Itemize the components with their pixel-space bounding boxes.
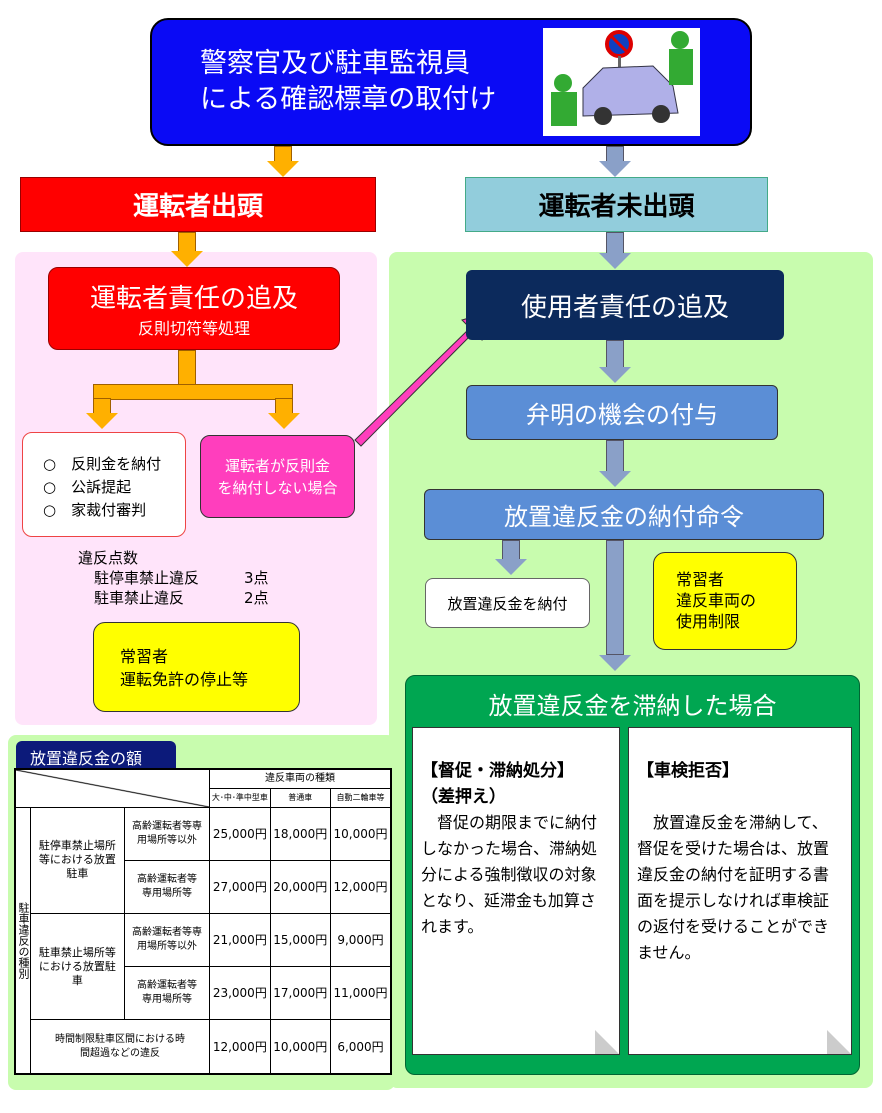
unpaid-title: 放置違反金を滞納した場合	[488, 692, 777, 720]
fine-value: 12,000円	[209, 1019, 271, 1075]
row-sub: 高齢運転者等専用場所等以外	[123, 806, 211, 861]
points-value: 3点	[244, 569, 269, 587]
inspection-title: 【車検拒否】	[637, 761, 739, 781]
driver-not-appeared-box: 運転者未出頭	[465, 177, 768, 232]
violation-points: 違反点数 駐停車禁止違反 3点 駐車禁止違反 2点	[78, 548, 269, 608]
vehicle-motorcycle: 自動二輪車等	[330, 787, 392, 808]
fine-value: 11,000円	[330, 966, 392, 1021]
fine-value: 23,000円	[209, 966, 271, 1021]
parking-officers-illustration	[543, 28, 700, 136]
outcome-prosecution: ○ 公訴提起	[43, 478, 132, 496]
outcome-family-court: ○ 家裁付審判	[43, 501, 147, 519]
arrow-icon	[86, 413, 118, 429]
fine-table: 違反車両の種類 大･中･準中型車普通車自動二輪車等 駐車違反の種別駐停車禁止場所…	[14, 768, 392, 1075]
arrow-icon	[268, 413, 300, 429]
fine-value: 18,000円	[269, 806, 332, 861]
row-sub: 高齢運転者等専用場所等	[123, 859, 211, 914]
fine-value: 12,000円	[330, 859, 392, 914]
fine-value: 6,000円	[330, 1019, 392, 1075]
habitual-user-box: 常習者 違反車両の 使用制限	[653, 552, 797, 650]
user-responsibility-box: 使用者責任の追及	[466, 270, 784, 340]
points-title: 違反点数	[78, 549, 139, 567]
habitual-driver-box: 常習者 運転免許の停止等	[93, 622, 300, 712]
driver-responsibility-box: 運転者責任の追及 反則切符等処理	[48, 267, 340, 350]
fine-value: 20,000円	[269, 859, 332, 914]
fine-value: 27,000円	[209, 859, 271, 914]
arrow-icon	[495, 559, 527, 575]
vehicle-large: 大･中･準中型車	[209, 787, 271, 808]
points-label: 駐停車禁止違反	[94, 569, 200, 587]
fine-value: 15,000円	[269, 912, 332, 968]
arrow-icon	[599, 253, 631, 269]
row-sub: 高齢運転者等専用場所等以外	[123, 912, 211, 968]
payment-order-box: 放置違反金の納付命令	[424, 489, 824, 540]
side-header: 駐車違反の種別	[14, 806, 31, 1075]
top-line2: による確認標章の取付け	[200, 84, 497, 115]
habitual-user-line1: 常習者	[676, 570, 725, 589]
vehicle-regular: 普通車	[269, 787, 332, 808]
group-label: 駐停車禁止場所等における放置駐車	[30, 806, 125, 914]
arrow-icon	[171, 251, 203, 267]
arrow-icon	[267, 161, 299, 177]
arrow-icon	[599, 471, 631, 487]
points-label: 駐車禁止違反	[94, 589, 185, 607]
fine-value: 10,000円	[330, 806, 392, 861]
driver-appeared-box: 運転者出頭	[20, 177, 376, 232]
driver-responsibility-title: 運転者責任の追及	[89, 284, 298, 314]
habitual-driver-line2: 運転免許の停止等	[120, 670, 249, 689]
habitual-user-line3: 使用制限	[676, 612, 741, 631]
page-curl-icon	[595, 1030, 619, 1054]
inspection-refusal-card: 【車検拒否】 放置違反金を滞納して、督促を受けた場合は、放置違反金の納付を証明す…	[628, 727, 852, 1055]
not-paid-line2: を納付しない場合	[217, 478, 338, 497]
inspection-body: 放置違反金を滞納して、督促を受けた場合は、放置違反金の納付を証明する書面を提示し…	[637, 813, 830, 962]
vehicle-header: 違反車両の種類	[209, 768, 392, 789]
collection-card: 【督促・滞納処分】 （差押え） 督促の期限までに納付しなかった場合、滞納処分によ…	[412, 727, 620, 1055]
fine-value: 21,000円	[209, 912, 271, 968]
collection-title: 【督促・滞納処分】	[421, 761, 574, 781]
fine-value: 25,000円	[209, 806, 271, 861]
explanation-box: 弁明の機会の付与	[466, 385, 778, 440]
paid-box: 放置違反金を納付	[425, 578, 590, 628]
fine-value: 10,000円	[269, 1019, 332, 1075]
collection-body: 督促の期限までに納付しなかった場合、滞納処分による強制徴収の対象となり、延滞金も…	[421, 813, 598, 936]
not-paid-line1: 運転者が反則金	[224, 456, 330, 475]
arrow-icon	[599, 655, 631, 671]
group-label: 駐車禁止場所等における放置駐車	[30, 912, 125, 1021]
fine-value: 17,000円	[269, 966, 332, 1021]
arrow-icon	[599, 367, 631, 383]
arrow-icon	[599, 161, 631, 177]
diagonal-header-cell	[14, 768, 211, 808]
fine-value: 9,000円	[330, 912, 392, 968]
outcome-pay-fine: ○ 反則金を納付	[43, 455, 162, 473]
not-paid-box: 運転者が反則金 を納付しない場合	[200, 435, 355, 518]
page-curl-icon	[827, 1030, 851, 1054]
row-sub: 高齢運転者等専用場所等	[123, 966, 211, 1021]
top-line1: 警察官及び駐車監視員	[200, 48, 470, 79]
points-value: 2点	[244, 589, 269, 607]
outcomes-box: ○ 反則金を納付 ○ 公訴提起 ○ 家裁付審判	[22, 432, 186, 537]
group-label: 時間制限駐車区間における時間超過などの違反	[29, 1019, 211, 1075]
driver-responsibility-sub: 反則切符等処理	[137, 319, 250, 338]
collection-sub: （差押え）	[421, 787, 506, 807]
fine-table-tab: 放置違反金の額	[16, 741, 176, 769]
habitual-user-line2: 違反車両の	[676, 591, 757, 610]
habitual-driver-line1: 常習者	[120, 647, 169, 666]
